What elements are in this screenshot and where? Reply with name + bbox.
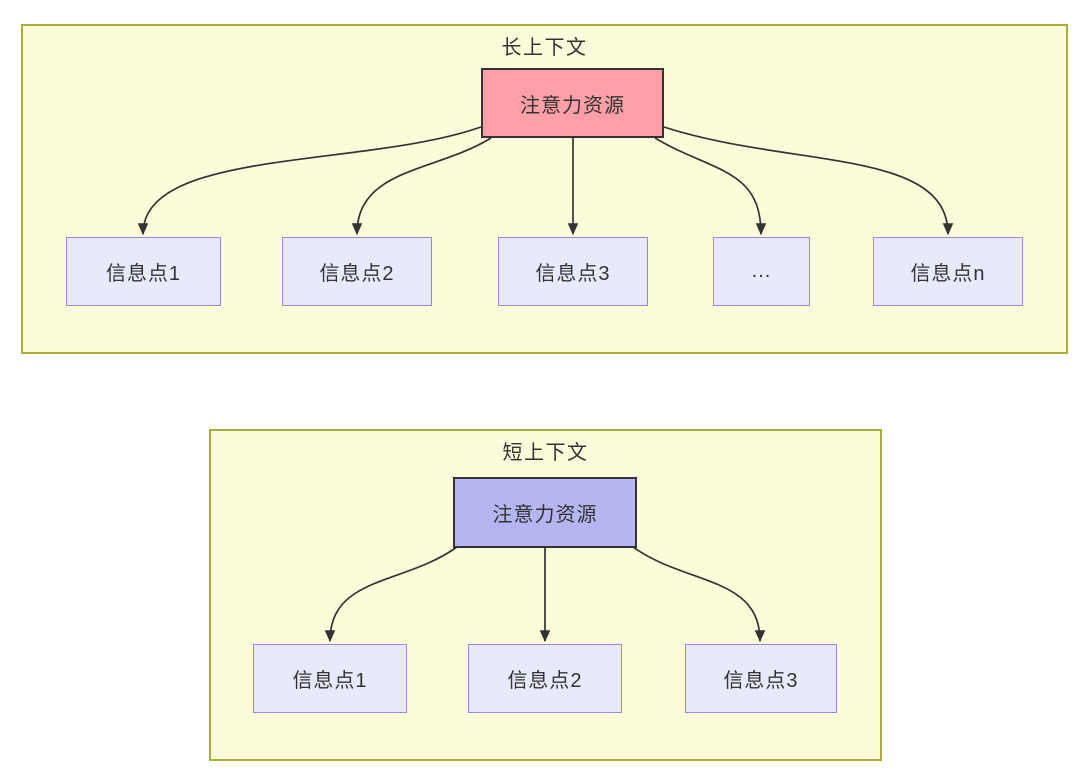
panel-long-context-title: 长上下文 bbox=[501, 37, 588, 59]
node-info-point-ellipsis-long: ... bbox=[713, 237, 810, 306]
node-info-point-3-short: 信息点3 bbox=[685, 644, 837, 713]
node-attention-resource-short: 注意力资源 bbox=[453, 477, 637, 548]
panel-short-context-title: 短上下文 bbox=[502, 442, 589, 464]
node-info-point-2-long: 信息点2 bbox=[282, 237, 432, 306]
node-info-point-3-long: 信息点3 bbox=[498, 237, 648, 306]
node-info-point-n-long: 信息点n bbox=[873, 237, 1023, 306]
node-info-point-2-short: 信息点2 bbox=[468, 644, 622, 713]
node-info-point-1-long: 信息点1 bbox=[66, 237, 221, 306]
node-info-point-1-short: 信息点1 bbox=[253, 644, 407, 713]
node-attention-resource-long: 注意力资源 bbox=[481, 68, 664, 138]
